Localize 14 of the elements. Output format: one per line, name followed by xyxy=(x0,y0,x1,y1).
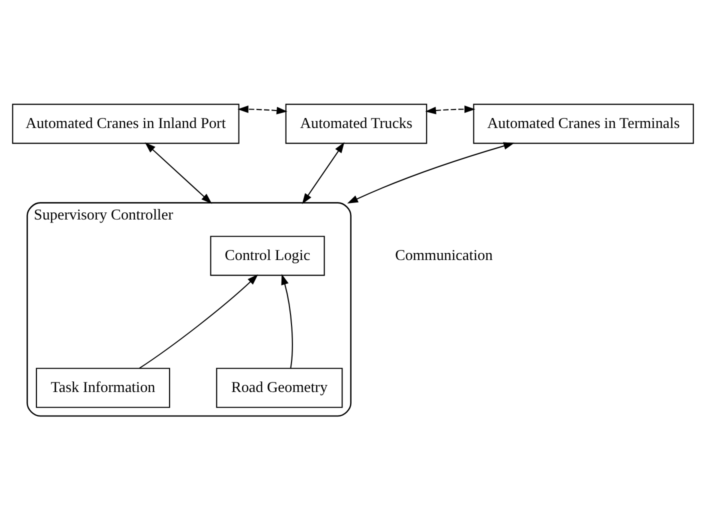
arrow xyxy=(144,142,212,204)
label: Communication xyxy=(395,246,493,264)
arrow xyxy=(347,142,514,204)
node-box: Automated Trucks xyxy=(285,104,428,144)
node-box: Road Geometry xyxy=(216,368,343,408)
arrow xyxy=(139,274,258,369)
node-box: Control Logic xyxy=(210,236,325,276)
arrow xyxy=(425,105,476,114)
node-box: Task Information xyxy=(36,368,170,408)
arrow xyxy=(302,142,344,204)
node-box: Automated Cranes in Terminals xyxy=(473,104,694,144)
arrow xyxy=(238,105,288,114)
node-box: Automated Cranes in Inland Port xyxy=(12,104,240,144)
arrow xyxy=(281,274,293,368)
